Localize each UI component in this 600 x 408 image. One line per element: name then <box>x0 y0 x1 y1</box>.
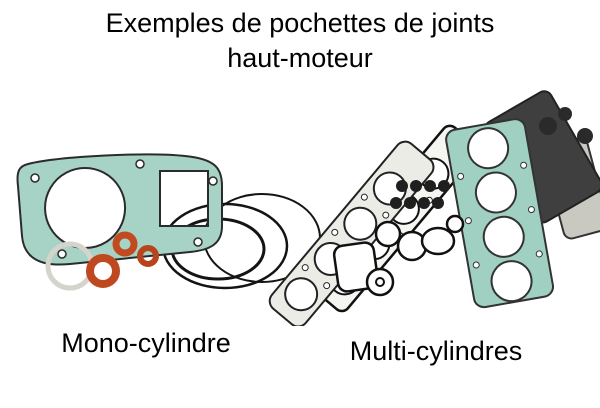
valve-stem-seals <box>390 180 450 209</box>
multi-head-gasket-teal <box>445 118 555 309</box>
grommet-ring <box>365 267 395 297</box>
orange-orings <box>86 231 159 288</box>
gasket-kits-photo <box>16 90 600 326</box>
mono-cylinder-kit <box>16 153 321 291</box>
mono-head-gasket <box>16 153 223 266</box>
multi-cylinder-kit <box>268 90 600 326</box>
page-title-line2: haut-moteur <box>227 42 373 73</box>
mono-gasket-bolt-holes <box>30 159 218 259</box>
page-title-line1: Exemples de pochettes de joints <box>105 8 495 38</box>
caption-mono-cylindre: Mono-cylindre <box>61 328 231 358</box>
page-title: Exemples de pochettes de joints haut-mot… <box>0 6 600 75</box>
dark-seal-parts <box>539 107 593 144</box>
caption-multi-cylindres: Multi-cylindres <box>349 336 523 366</box>
white-orings <box>374 214 465 262</box>
